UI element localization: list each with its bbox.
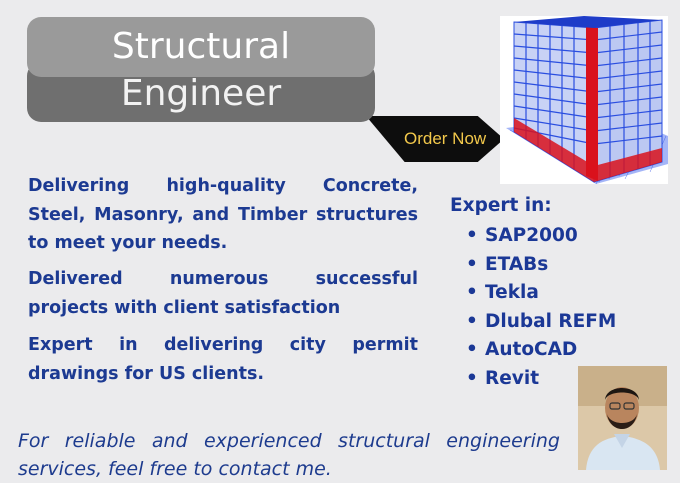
list-item: • Dlubal REFM [466,308,616,337]
footer-contact-text: For reliable and experienced structural … [18,430,560,480]
expertise-item: Revit [485,367,540,389]
title-line-1: Structural [27,17,375,77]
profile-photo [578,366,667,470]
bullet-icon: • [466,282,478,304]
bullet-icon: • [466,339,478,361]
bullet-icon: • [466,253,478,275]
description-paragraph-2: Delivered numerous successful projects w… [28,269,418,318]
list-item: • SAP2000 [466,222,616,251]
expertise-item: Tekla [485,282,539,304]
bullet-icon: • [466,310,478,332]
list-item: • AutoCAD [466,336,616,365]
order-now-button[interactable]: Order Now [366,116,504,162]
bullet-icon: • [466,225,478,246]
expertise-list: • SAP2000 • ETABs • Tekla • Dlubal REFM • Aut… [466,222,616,394]
description-paragraph-1: Delivering high-quality Concrete, Steel,… [28,176,418,253]
list-item: • Tekla [466,279,616,308]
expertise-heading: Expert in: [450,195,552,216]
expertise-item: ETABs [485,253,549,275]
expertise-item: Dlubal REFM [485,310,617,332]
description-paragraph-3: Expert in delivering city permit drawing… [28,335,418,384]
list-item: • Revit [466,365,616,394]
expertise-item: AutoCAD [485,339,578,361]
bullet-icon: • [466,367,478,389]
building-3d-render-image [500,16,668,184]
list-item: • ETABs [466,251,616,280]
expertise-item: SAP2000 [485,225,578,246]
